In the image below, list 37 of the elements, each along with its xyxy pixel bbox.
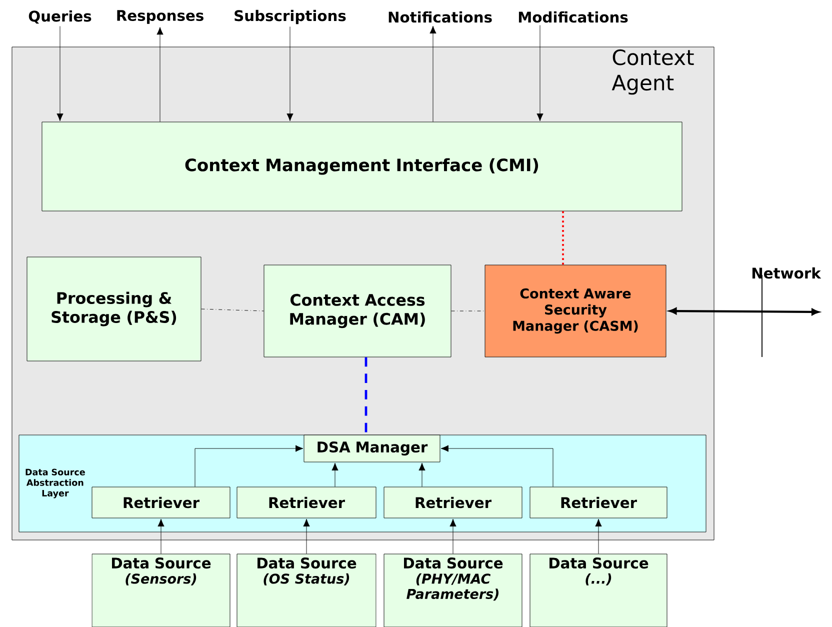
- connector: [286, 26, 294, 122]
- flow-label: Notifications: [388, 11, 492, 23]
- security-box: Context Aware Security Manager (CASM): [484, 264, 666, 358]
- connector: [451, 310, 485, 312]
- storage-box: Processing & Storage (P&S): [26, 256, 202, 362]
- connector: [562, 211, 564, 265]
- connector: [450, 518, 456, 554]
- flow-label: Subscriptions: [234, 10, 346, 24]
- network-label: Network: [752, 267, 822, 279]
- flow-label: Queries: [28, 10, 92, 24]
- retriever-box: Retriever: [530, 486, 668, 518]
- connector: [595, 518, 602, 554]
- retriever-box: Retriever: [236, 486, 376, 518]
- connector: [430, 26, 436, 122]
- manager-box: Context Access Manager (CAM): [264, 264, 452, 358]
- connector: [201, 308, 264, 312]
- connector: [332, 462, 338, 487]
- connector: [669, 308, 819, 316]
- connector: [303, 518, 310, 554]
- flow-label: Modifications: [518, 11, 628, 23]
- source-box: Data Source (PHY/MAC Parameters): [384, 554, 522, 627]
- manager-box: DSA Manager: [304, 434, 440, 462]
- source-box: Data Source (Sensors): [92, 554, 230, 627]
- connector: [56, 26, 64, 122]
- connector: [364, 357, 368, 435]
- connector: [536, 25, 544, 122]
- flow-label: Responses: [117, 10, 204, 24]
- interface-box: Context Management Interface (CMI): [42, 122, 682, 212]
- connector: [418, 462, 426, 487]
- retriever-box: Retriever: [384, 486, 522, 518]
- connector: [156, 27, 164, 122]
- source-box: Data Source (...): [530, 554, 668, 627]
- connector: [440, 445, 554, 487]
- source-box: Data Source (OS Status): [236, 554, 376, 627]
- connector: [194, 445, 304, 487]
- retriever-box: Retriever: [92, 486, 230, 518]
- connector: [158, 518, 164, 554]
